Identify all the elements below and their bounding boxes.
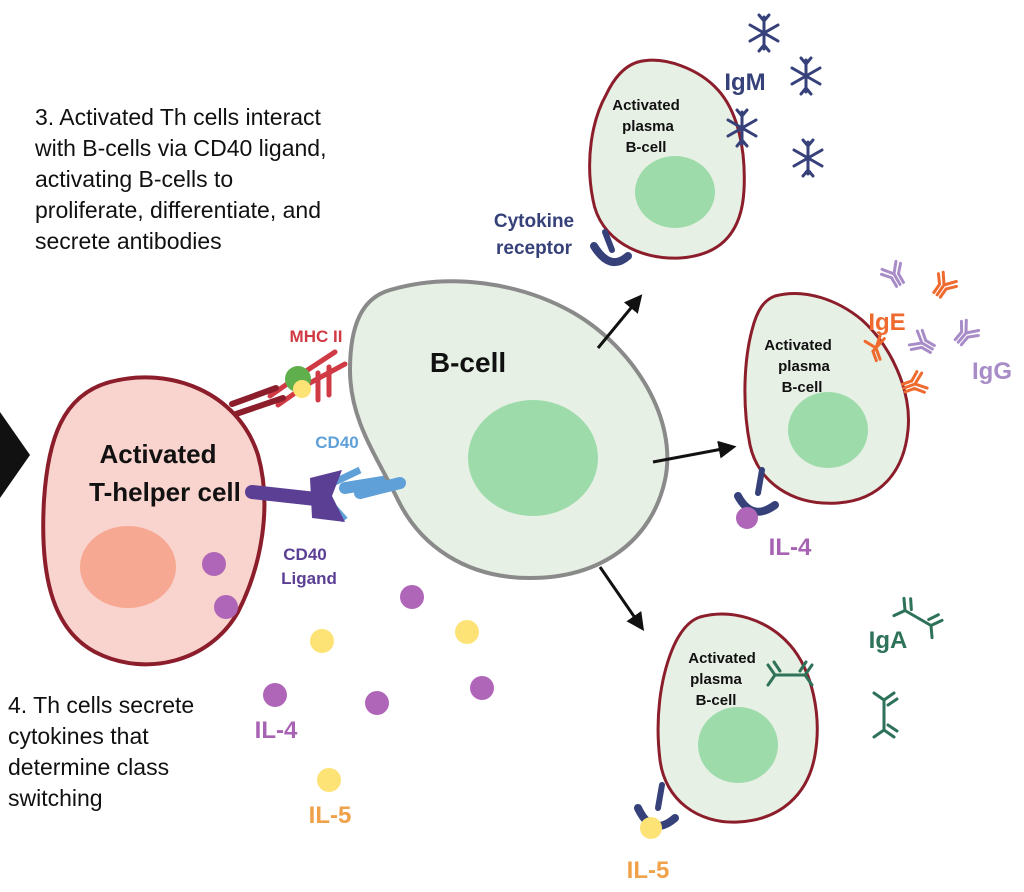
step4-line: switching bbox=[8, 785, 103, 811]
mhc-label: MHC II bbox=[290, 327, 343, 346]
previous-step-pointer bbox=[0, 412, 30, 498]
plasma-label-line3: B-cell bbox=[626, 139, 667, 156]
step3-line: 3. Activated Th cells interact bbox=[35, 104, 321, 130]
ige-label: IgE bbox=[868, 309, 905, 336]
il4-granule bbox=[202, 552, 226, 576]
il5-receptor-label: IL-5 bbox=[627, 857, 670, 884]
cytokine-receptor-label-line2: receptor bbox=[496, 238, 573, 259]
plasma-label-line2: plasma bbox=[690, 671, 742, 688]
step4-caption: 4. Th cells secrete cytokines that deter… bbox=[8, 690, 194, 814]
plasma-cell-igm: Activated plasma B-cell bbox=[588, 58, 746, 260]
plasma-label-line3: B-cell bbox=[696, 692, 737, 709]
t-helper-label-line1: Activated bbox=[99, 439, 216, 469]
igg-antibodies bbox=[879, 259, 981, 354]
antigen-yellow bbox=[293, 380, 311, 398]
secreted-cytokines bbox=[263, 585, 494, 792]
il4-granule bbox=[214, 595, 238, 619]
arrow-to-ige-cell bbox=[652, 440, 737, 464]
igm-pentamer bbox=[748, 13, 780, 53]
ige-antibodies bbox=[863, 270, 958, 394]
il5-dot bbox=[310, 629, 334, 653]
b-cell: B-cell bbox=[347, 279, 670, 581]
igm-pentamer bbox=[792, 138, 824, 178]
il5-label: IL-5 bbox=[309, 802, 352, 829]
arrow-to-igm-cell bbox=[596, 294, 643, 349]
cytokine-receptor-label-line1: Cytokine bbox=[494, 211, 574, 232]
t-helper-label-line2: T-helper cell bbox=[89, 477, 241, 507]
plasma-label-line3: B-cell bbox=[782, 379, 823, 396]
step3-caption: 3. Activated Th cells interact with B-ce… bbox=[35, 102, 326, 257]
step4-line: 4. Th cells secrete bbox=[8, 692, 195, 718]
iga-antibodies bbox=[766, 596, 944, 739]
il5-dot bbox=[317, 768, 341, 792]
cytokine-receptor-2 bbox=[734, 467, 779, 529]
plasma-label-line1: Activated bbox=[612, 97, 680, 114]
plasma-nucleus bbox=[698, 707, 778, 783]
igg-label: IgG bbox=[972, 358, 1012, 385]
plasma-label-line2: plasma bbox=[778, 358, 830, 375]
step3-line: activating B-cells to bbox=[35, 166, 234, 192]
step3-line: proliferate, differentiate, and bbox=[35, 197, 321, 223]
il4-dot bbox=[470, 676, 494, 700]
cd40-stem-link bbox=[354, 477, 406, 499]
arrow-to-iga-cell bbox=[598, 566, 645, 631]
b-cell-label: B-cell bbox=[430, 347, 506, 378]
bound-il4 bbox=[736, 507, 758, 529]
il4-dot bbox=[365, 691, 389, 715]
plasma-cell-ige: Activated plasma B-cell bbox=[743, 292, 910, 505]
tcr-stem bbox=[229, 385, 286, 417]
il5-dot bbox=[455, 620, 479, 644]
b-cell-nucleus bbox=[468, 400, 598, 516]
plasma-label-line1: Activated bbox=[764, 337, 832, 354]
igm-label: IgM bbox=[724, 69, 765, 96]
step4-line: cytokines that bbox=[8, 723, 149, 749]
plasma-label-line2: plasma bbox=[622, 118, 674, 135]
il4-receptor-label: IL-4 bbox=[769, 534, 812, 561]
t-helper-cell: Activated T-helper cell bbox=[41, 375, 267, 667]
igm-pentamer bbox=[726, 108, 758, 148]
cytokine-receptor-1 bbox=[590, 229, 632, 267]
il4-dot bbox=[263, 683, 287, 707]
il4-label: IL-4 bbox=[255, 717, 298, 744]
igm-pentamer bbox=[790, 56, 822, 96]
cd40-label: CD40 bbox=[315, 433, 358, 452]
bound-il5 bbox=[640, 817, 662, 839]
cytokine-receptor-3 bbox=[634, 782, 679, 839]
step3-line: with B-cells via CD40 ligand, bbox=[35, 135, 327, 161]
plasma-nucleus bbox=[788, 392, 868, 468]
plasma-nucleus bbox=[635, 156, 715, 228]
plasma-cell-iga: Activated plasma B-cell bbox=[656, 612, 819, 824]
cd40-ligand bbox=[245, 470, 345, 522]
cd40-ligand-label-line1: CD40 bbox=[283, 545, 326, 564]
il4-dot bbox=[400, 585, 424, 609]
cd40-ligand-label-line2: Ligand bbox=[281, 569, 337, 588]
igm-antibodies bbox=[726, 13, 824, 178]
step4-line: determine class bbox=[8, 754, 170, 780]
t-helper-nucleus bbox=[80, 526, 176, 608]
plasma-label-line1: Activated bbox=[688, 650, 756, 667]
step3-line: secrete antibodies bbox=[35, 228, 222, 254]
iga-label: IgA bbox=[869, 627, 908, 654]
